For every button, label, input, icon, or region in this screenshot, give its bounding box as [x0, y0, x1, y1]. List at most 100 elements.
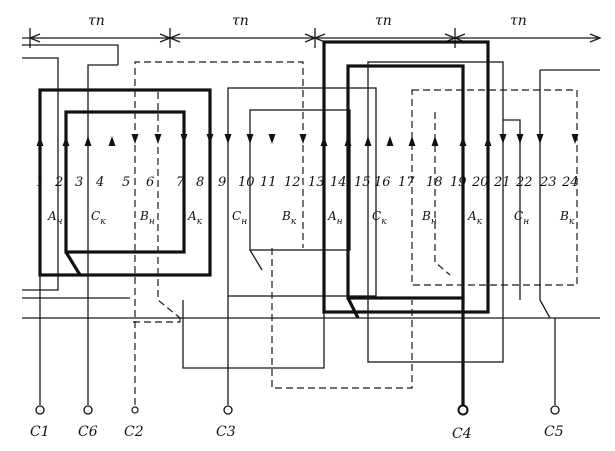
- slot-arrow-icon: [408, 136, 416, 146]
- terminal-c1-node: [35, 405, 45, 415]
- slot-arrow-icon: [206, 134, 214, 144]
- slot-arrow-icon: [536, 134, 544, 144]
- phase-a-coil-inner-2: [346, 64, 465, 300]
- pole-pitch-dimension: τп τп τп τп: [22, 13, 602, 48]
- phase-b-coils: [130, 61, 578, 405]
- phase-a-coil-crossover: [64, 251, 82, 276]
- slot-arrow-icon: [84, 136, 92, 146]
- phase-c-coils: [22, 44, 600, 405]
- phase-c5-lead-group: [539, 69, 600, 405]
- terminal-c2-node: [131, 406, 139, 414]
- coil-side-label: Cк: [91, 209, 106, 227]
- pitch-arrowhead: [28, 33, 41, 43]
- slot-arrow-icon: [516, 134, 524, 144]
- slot-direction-arrows: [36, 134, 579, 146]
- slot-number: 17: [398, 175, 415, 190]
- slot-number: 20: [471, 175, 489, 190]
- terminal-label-c3: C3: [216, 424, 236, 440]
- pitch-arrowhead: [589, 33, 602, 43]
- coil-side-label: Bн: [139, 209, 155, 227]
- slot-number: 10: [238, 175, 255, 190]
- terminal-label-c2: C2: [124, 424, 144, 440]
- slot-number: 18: [426, 175, 443, 190]
- slot-arrow-icon: [484, 136, 492, 146]
- phase-c-return-1: [22, 57, 59, 291]
- phase-b-coil-1-tail: [130, 318, 181, 323]
- slot-number: 1: [36, 175, 44, 190]
- slot-number: 14: [330, 175, 347, 190]
- slot-arrow-icon: [108, 136, 116, 146]
- phase-a-coil-group-2: [322, 40, 490, 319]
- slot-numbers: 1 2 3 4 5 6 7 8 9 10 11 12 13 14 15 16 1…: [36, 175, 579, 190]
- terminal-c5-node: [550, 405, 560, 415]
- slot-number: 8: [196, 175, 204, 190]
- terminal-label-c5: C5: [544, 424, 564, 440]
- terminal-label-c1: C1: [30, 424, 50, 440]
- phase-b-coil-2-inner: [434, 112, 451, 276]
- phase-a-coil-inner: [64, 110, 186, 254]
- slot-arrow-icon: [364, 136, 372, 146]
- phase-c-end-connector: [22, 44, 119, 65]
- slot-number: 23: [539, 175, 557, 190]
- slot-number: 4: [95, 175, 104, 190]
- slot-number: 11: [260, 175, 277, 190]
- pole-pitch-label: τп: [510, 13, 527, 29]
- phase-b-connector: [271, 248, 413, 389]
- slot-number: 2: [54, 175, 63, 190]
- phase-a-coil-crossover-2: [346, 297, 360, 319]
- slot-number: 21: [493, 175, 511, 190]
- phase-b-coil-2-outer: [411, 89, 578, 286]
- slot-number: 24: [561, 175, 579, 190]
- coil-side-label: Bн: [421, 209, 437, 227]
- slot-arrow-icon: [344, 136, 352, 146]
- terminal-label-c4: C4: [452, 426, 472, 442]
- slot-number: 9: [218, 175, 226, 190]
- slot-arrow-icon: [459, 136, 467, 146]
- slot-number: 5: [122, 175, 130, 190]
- coil-side-label: Cн: [232, 209, 247, 227]
- coil-side-label: Aк: [187, 209, 203, 227]
- slot-arrow-icon: [320, 136, 328, 146]
- coil-side-label: Bк: [559, 209, 575, 227]
- phase-a-connector: [182, 300, 325, 369]
- slot-arrow-icon: [499, 134, 507, 144]
- terminals: C1 C6 C2 C3 C4 C5: [30, 404, 564, 442]
- slot-arrow-icon: [36, 136, 44, 146]
- terminal-c3-node: [223, 405, 233, 415]
- phase-c-coil-2-inner: [249, 109, 351, 251]
- slot-arrow-icon: [131, 134, 139, 144]
- slot-arrow-icon: [431, 136, 439, 146]
- phase-c-coil-3: [367, 61, 504, 363]
- pitch-arrowhead: [168, 33, 181, 43]
- phase-c-coil-2-outer: [227, 87, 377, 297]
- pole-pitch-label: τп: [88, 13, 105, 29]
- slot-number: 16: [374, 175, 391, 190]
- slot-number: 7: [176, 175, 185, 190]
- phase-c5-coil: [539, 70, 551, 319]
- coil-side-label: Cн: [514, 209, 529, 227]
- slot-arrow-icon: [180, 134, 188, 144]
- coil-side-label: Aн: [327, 209, 343, 227]
- coil-side-label: Aн: [47, 209, 63, 227]
- slot-arrow-icon: [62, 136, 70, 146]
- coil-side-label: Bк: [281, 209, 297, 227]
- pole-pitch-label: τп: [232, 13, 249, 29]
- phase-a-coil-outer: [38, 88, 212, 277]
- slot-arrow-icon: [224, 134, 232, 144]
- phase-a-connections: [39, 275, 465, 405]
- slot-number: 3: [75, 175, 83, 190]
- slot-number: 19: [450, 175, 467, 190]
- slot-arrow-icon: [246, 134, 254, 144]
- terminal-c4-node: [457, 404, 469, 416]
- coil-side-label: Aк: [467, 209, 483, 227]
- phase-b-coil-1: [134, 61, 304, 405]
- phase-a-coil-group-1: [38, 88, 212, 277]
- phase-c-coil-1: [87, 64, 118, 255]
- slot-arrow-icon: [299, 134, 307, 144]
- slot-arrow-icon: [571, 134, 579, 144]
- slot-arrow-icon: [154, 134, 162, 144]
- pitch-arrowhead: [313, 33, 326, 43]
- slot-arrow-icon: [268, 134, 276, 144]
